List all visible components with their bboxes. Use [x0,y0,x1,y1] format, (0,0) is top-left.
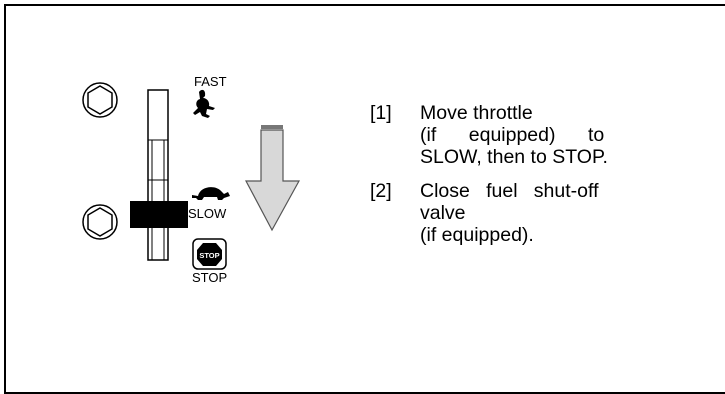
step-text: Close fuel shut-off valve (if equipped). [420,180,630,246]
instruction-steps: [1] Move throttle (if equipped) to SLOW,… [370,102,670,258]
throttle-lever [130,201,188,228]
stop-sign-icon: STOP [192,238,227,270]
step-line: valve [420,202,466,224]
upper-knob-icon [82,82,118,118]
throttle-slot [147,89,169,261]
stop-sign-text: STOP [199,251,219,260]
down-arrow-icon [245,125,301,232]
step-number: [1] [370,102,392,124]
throttle-diagram: STOP [82,82,301,270]
step-line: (if equipped). [420,224,534,246]
step-2: [2] Close fuel shut-off valve (if equipp… [370,180,670,246]
step-1: [1] Move throttle (if equipped) to SLOW,… [370,102,670,168]
stop-label: STOP [192,270,228,285]
step-text: Move throttle (if equipped) to SLOW, the… [420,102,630,168]
lower-knob-icon [82,204,118,240]
step-line: Move throttle [420,102,533,124]
rabbit-icon [193,89,215,118]
turtle-icon [192,187,230,200]
slow-label: SLOW [188,206,227,221]
fast-label: FAST [194,74,227,89]
step-line: Close fuel shut-off [420,180,599,202]
step-line: SLOW, then to STOP. [420,146,608,168]
step-line: (if equipped) to [420,124,605,146]
throttle-control-illustration: STOP FAST SLOW STOP [80,70,310,300]
step-number: [2] [370,180,392,202]
